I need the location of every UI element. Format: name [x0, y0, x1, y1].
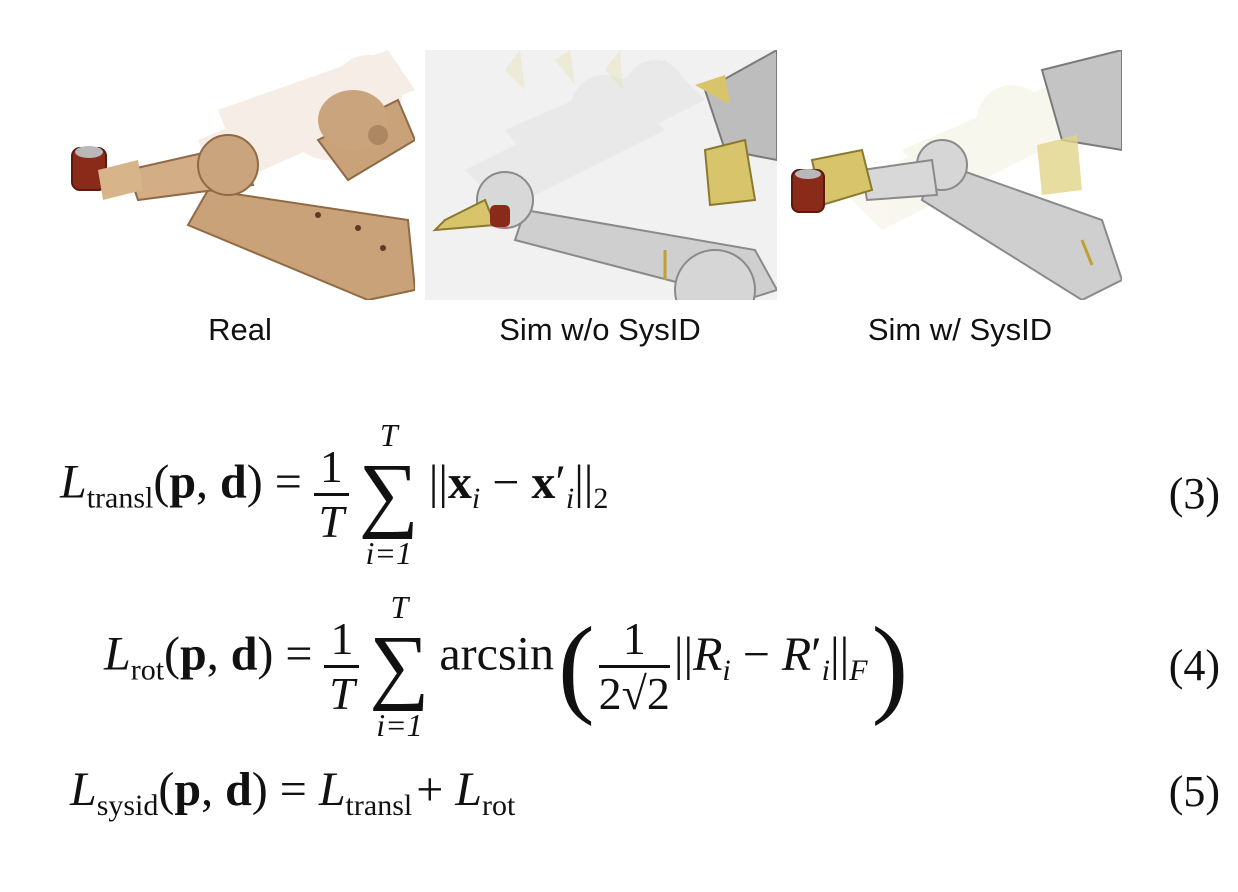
caption-sim-with-sysid: Sim w/ SysID [867, 312, 1053, 347]
caption-real: Real [208, 312, 272, 347]
eq5-subscript: sysid [96, 789, 159, 822]
real-robot-image [68, 50, 415, 300]
equation-number-5: (5) [1168, 767, 1220, 816]
equation-sysid-loss: Lsysid(p, d) = Ltransl + Lrot [70, 763, 516, 822]
caption-sim-without-sysid: Sim w/o SysID [499, 312, 701, 347]
eq3-subscript: transl [86, 481, 154, 515]
sim-without-sysid-image [425, 50, 777, 300]
equation-number-4: (4) [1168, 641, 1220, 690]
equation-number-3: (3) [1168, 469, 1220, 518]
sim-with-sysid-image [782, 50, 1122, 300]
eq4-subscript: rot [130, 653, 165, 687]
